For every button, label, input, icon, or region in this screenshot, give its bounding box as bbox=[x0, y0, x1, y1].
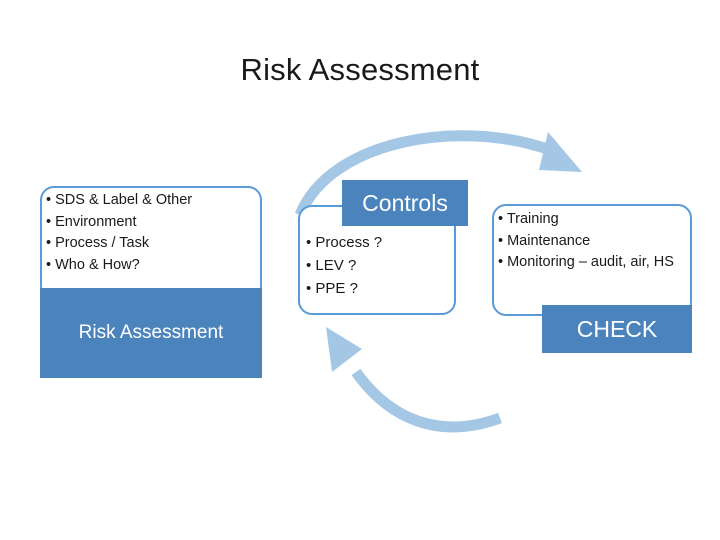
risk-assessment-label: Risk Assessment bbox=[78, 322, 224, 343]
right-bullet-list: • Training • Maintenance • Monitoring – … bbox=[498, 209, 692, 274]
list-item: • Monitoring – audit, air, HS bbox=[498, 254, 674, 270]
list-item: • PPE ? bbox=[306, 280, 358, 297]
left-bullet-list: • SDS & Label & Other • Environment • Pr… bbox=[46, 190, 260, 276]
controls-bullet-list: • Process ? • LEV ? • PPE ? bbox=[306, 231, 456, 300]
list-item: • Maintenance bbox=[498, 232, 591, 249]
check-label: CHECK bbox=[576, 315, 658, 342]
list-item: • Who & How? bbox=[46, 256, 140, 273]
bottom-arrow-right-to-left bbox=[326, 327, 502, 433]
right-bullet-box bbox=[492, 204, 692, 316]
left-bullet-box bbox=[40, 186, 262, 300]
list-item: • Process / Task bbox=[46, 235, 150, 251]
risk-assessment-label-box: Risk Assessment bbox=[40, 288, 262, 378]
list-item: • SDS & Label & Other bbox=[46, 192, 193, 208]
controls-heading-box: Controls bbox=[342, 180, 468, 226]
controls-heading-label: Controls bbox=[362, 189, 448, 216]
list-item: • LEV ? bbox=[306, 257, 357, 274]
check-label-box: CHECK bbox=[542, 305, 692, 353]
list-item: • Training bbox=[498, 211, 559, 227]
list-item: • Process ? bbox=[306, 234, 383, 251]
page-title: Risk Assessment bbox=[240, 52, 480, 87]
list-item: • Environment bbox=[46, 213, 137, 230]
